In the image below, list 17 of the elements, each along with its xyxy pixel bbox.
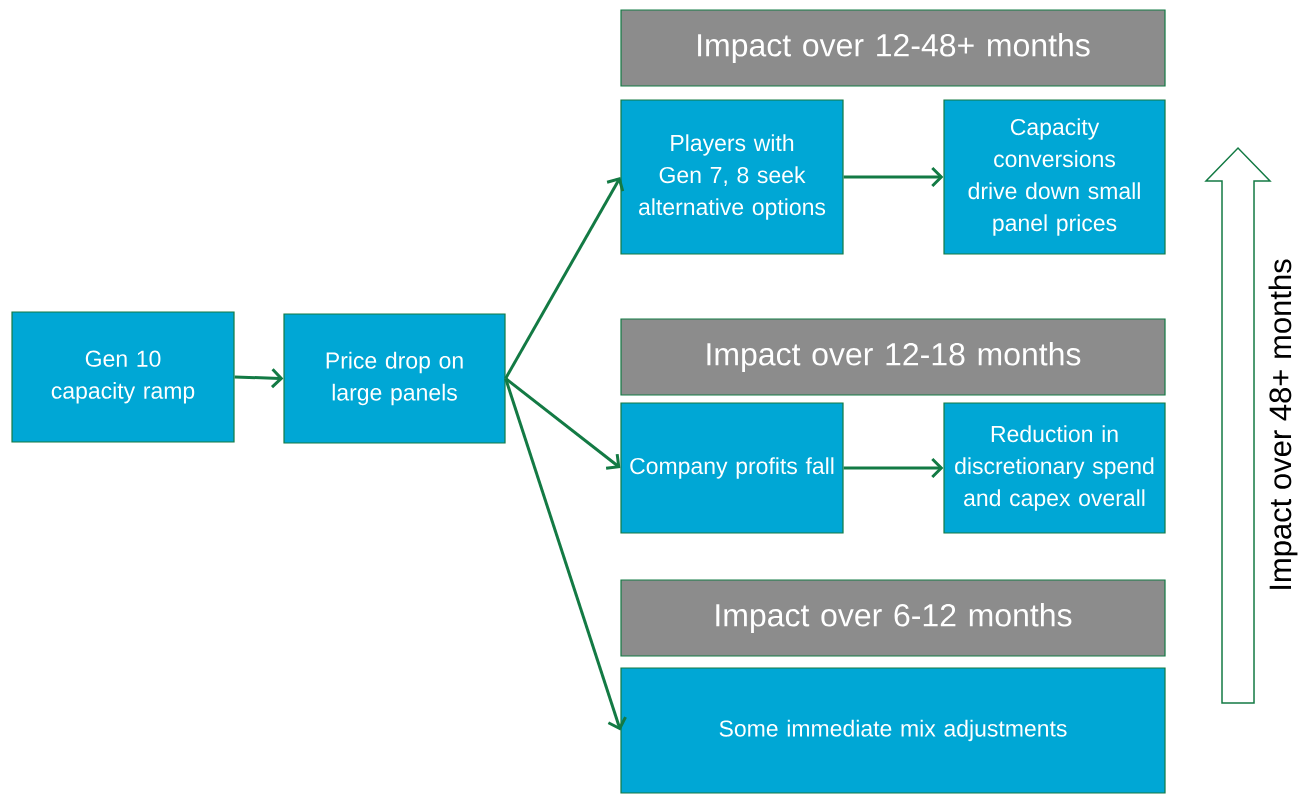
arrow	[504, 377, 621, 470]
header-bar: Impact over 6-12 months	[620, 579, 1166, 657]
process-box: Some immediate mix adjustments	[620, 667, 1166, 794]
arrow	[843, 457, 944, 479]
process-box: Company profits fall	[620, 402, 844, 534]
header-bar: Impact over 12-18 months	[620, 318, 1166, 396]
arrow	[504, 378, 627, 731]
arrow	[234, 368, 284, 389]
arrow	[504, 177, 625, 380]
rotated-label: Impact over 48+ months	[1268, 259, 1298, 589]
arrow	[843, 166, 944, 188]
process-box: Players with Gen 7, 8 seek alternative options	[620, 99, 844, 255]
header-bar: Impact over 12-48+ months	[620, 9, 1166, 87]
process-box: Capacity conversions drive down small panel prices	[943, 99, 1166, 255]
process-box: Reduction in discretionary spend and capex overall	[943, 402, 1166, 534]
process-box: Gen 10 capacity ramp	[11, 311, 235, 443]
process-box: Price drop on large panels	[283, 313, 506, 444]
